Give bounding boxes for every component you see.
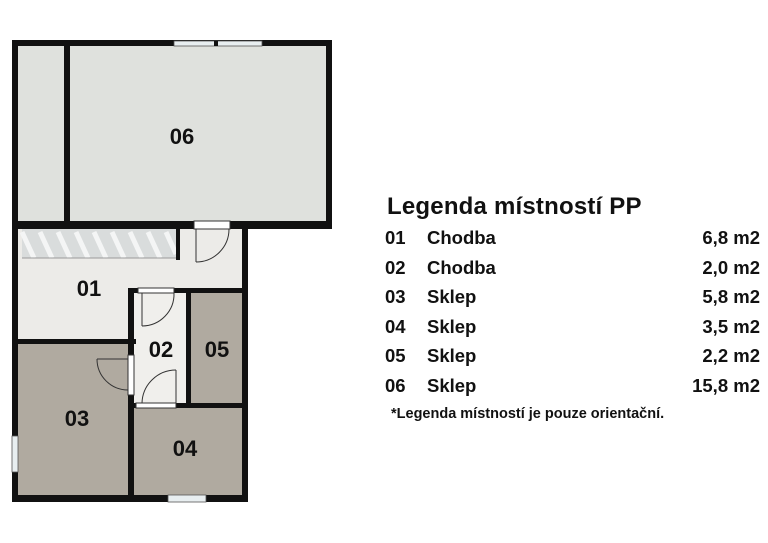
room-label-03: 03 bbox=[65, 406, 89, 431]
legend-disclaimer: *Legenda místností je pouze orientační. bbox=[391, 406, 665, 422]
legend-row: 05 Sklep 2,2 m2 bbox=[385, 345, 760, 375]
room-legend: Legenda místností PP 01 Chodba 6,8 m2 02… bbox=[385, 193, 760, 422]
legend-room-name: Sklep bbox=[427, 345, 477, 366]
legend-room-number: 04 bbox=[385, 315, 406, 337]
legend-room-name: Chodba bbox=[427, 256, 496, 278]
staircase bbox=[19, 228, 179, 260]
legend-room-area: 5,8 m2 bbox=[702, 286, 760, 307]
legend-row: 01 Chodba 6,8 m2 bbox=[385, 227, 760, 257]
legend-room-number: 05 bbox=[385, 345, 406, 366]
legend-room-area: 6,8 m2 bbox=[702, 227, 760, 248]
legend-row: 04 Sklep 3,5 m2 bbox=[385, 316, 760, 346]
floor-plan: 06 01 02 05 03 04 bbox=[11, 40, 332, 503]
legend-room-number: 06 bbox=[385, 374, 406, 396]
legend-row: 02 Chodba 2,0 m2 bbox=[385, 257, 760, 287]
legend-room-area: 15,8 m2 bbox=[692, 374, 760, 396]
room-label-06: 06 bbox=[170, 124, 194, 149]
room-02-floor bbox=[134, 290, 190, 406]
legend-row: 06 Sklep 15,8 m2 bbox=[385, 375, 760, 405]
legend-room-number: 02 bbox=[385, 256, 406, 278]
legend-title: Legenda místností PP bbox=[387, 193, 642, 220]
legend-room-area: 3,5 m2 bbox=[702, 315, 760, 337]
legend-room-number: 01 bbox=[385, 227, 406, 248]
room-05-floor bbox=[190, 293, 244, 403]
legend-room-name: Sklep bbox=[427, 286, 477, 307]
legend-room-area: 2,0 m2 bbox=[702, 256, 760, 278]
doors bbox=[96, 220, 231, 409]
room-label-02: 02 bbox=[149, 337, 173, 362]
legend-room-name: Chodba bbox=[427, 227, 496, 248]
legend-room-area: 2,2 m2 bbox=[702, 345, 760, 366]
legend-room-number: 03 bbox=[385, 286, 406, 307]
legend-room-name: Sklep bbox=[427, 374, 477, 396]
windows bbox=[11, 40, 263, 503]
room-03-floor bbox=[18, 343, 132, 495]
legend-row: 03 Sklep 5,8 m2 bbox=[385, 286, 760, 316]
room-04-floor bbox=[134, 406, 244, 495]
room-label-05: 05 bbox=[205, 337, 229, 362]
legend-room-name: Sklep bbox=[427, 315, 477, 337]
room-label-01: 01 bbox=[77, 276, 101, 301]
room-label-04: 04 bbox=[173, 436, 198, 461]
